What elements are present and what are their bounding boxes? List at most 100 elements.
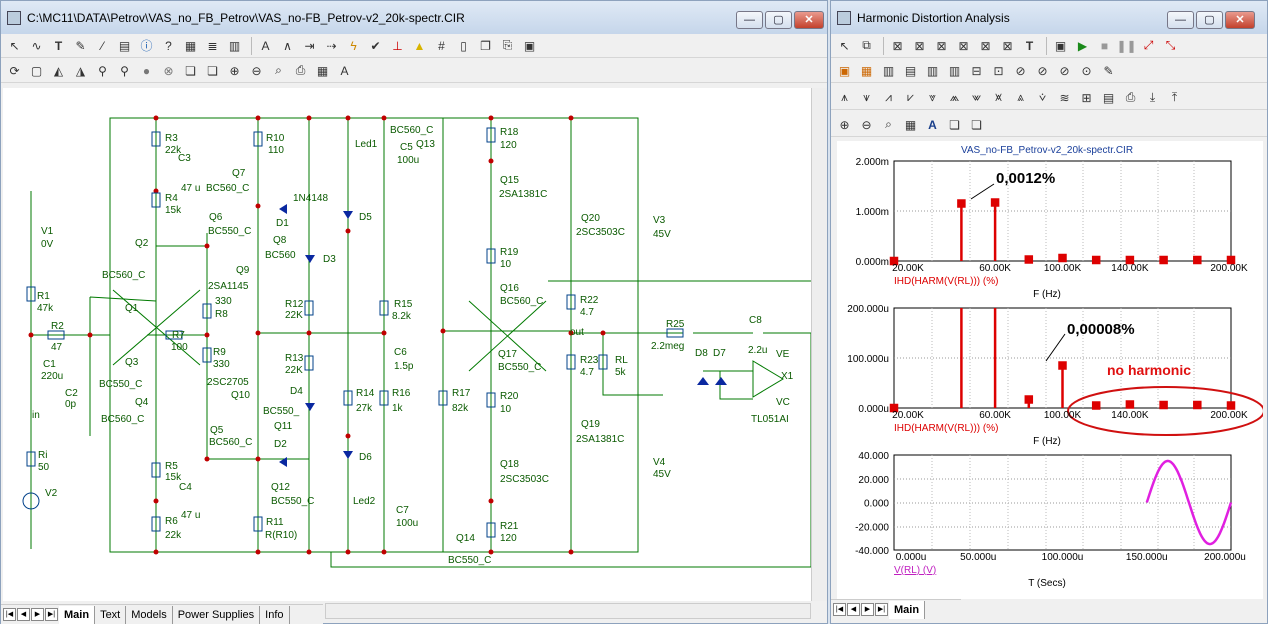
node-numbers-icon[interactable]: A [261,38,270,53]
wire-icon[interactable]: ∿ [31,38,42,53]
graph6-icon[interactable]: ⊠ [1002,38,1013,53]
table-icon[interactable]: ▤ [1102,90,1115,105]
first-page-button[interactable]: |◀ [3,608,16,621]
ungroup-icon[interactable]: ❏ [971,117,982,132]
low-icon[interactable]: ⩗ [907,90,914,104]
zoom-in-icon[interactable]: ⊕ [229,63,240,78]
text-tool-icon[interactable]: T [54,38,63,53]
component-icon[interactable]: ▦ [184,38,197,53]
zoom-fit-icon[interactable]: ⌕ [885,117,892,131]
bottom-icon[interactable]: ⩒ [1038,90,1047,104]
cursor4-icon[interactable]: ⊙ [1081,63,1092,78]
node-voltages-icon[interactable]: ∧ [283,38,292,53]
properties-icon[interactable]: ▣ [1054,38,1067,53]
layout-icon[interactable]: ▦ [904,117,917,132]
cursor3-icon[interactable]: ⊘ [1059,63,1070,78]
graph2-icon[interactable]: ⊠ [914,38,925,53]
print-icon[interactable]: ⎙ [295,63,306,77]
rotate-icon[interactable]: ⟳ [9,63,20,78]
layout3-icon[interactable]: ▥ [926,63,939,78]
frame2-icon[interactable]: ▦ [860,63,873,78]
cursor2-icon[interactable]: ⊘ [1037,63,1048,78]
page-icon[interactable]: ▯ [460,38,467,53]
info-icon[interactable]: ⓘ [140,39,153,53]
bus-icon[interactable]: ▤ [118,38,131,53]
print-icon[interactable]: ⎙ [1125,90,1136,104]
zoom-in-icon[interactable]: ⊕ [839,117,850,132]
pin-icon[interactable]: ✔ [370,38,381,53]
wave-icon[interactable]: ≋ [1059,90,1070,105]
inflect-icon[interactable]: ⩔ [929,90,936,104]
stop-icon[interactable]: ● [142,63,151,78]
hda-first-button[interactable]: |◀ [833,603,846,616]
font-icon[interactable]: A [928,117,937,132]
select-tool-icon[interactable]: ↖ [9,38,20,53]
hda-maximize-button[interactable]: ▢ [1196,11,1223,29]
layout4-icon[interactable]: ▥ [948,63,961,78]
clip-icon[interactable]: ⊞ [1081,90,1092,105]
split-icon[interactable]: ⊟ [971,63,982,78]
graph4-icon[interactable]: ⊠ [958,38,969,53]
lightning-icon[interactable]: ϟ [350,38,357,53]
find-next-icon[interactable]: ⚲ [120,63,129,78]
group-icon[interactable]: ❏ [949,117,960,132]
hda-prev-button[interactable]: ◀ [847,603,860,616]
hda-tab-main[interactable]: Main [889,600,926,619]
select-icon[interactable]: ↖ [839,38,850,53]
font-icon[interactable]: A [340,63,349,78]
warning-icon[interactable]: ▲ [413,38,426,53]
fit2-icon[interactable]: ⤒ [1171,90,1178,104]
zoom-out-icon[interactable]: ⊖ [251,63,262,78]
copy-icon[interactable]: ❐ [480,38,491,53]
last-page-button[interactable]: ▶| [45,608,58,621]
hda-plot-area[interactable]: VAS_no-FB_Petrov-v2_20k-spectr.CIR 2.000… [837,141,1263,599]
hda-close-button[interactable]: ✕ [1225,11,1255,29]
scope-icon[interactable]: ⧉ [862,38,871,52]
edit-icon[interactable]: ✎ [1103,63,1114,78]
shrink-icon[interactable]: ⤡ [1165,38,1176,52]
ungroup-icon[interactable]: ❏ [207,63,218,78]
layout1-icon[interactable]: ▥ [882,63,895,78]
slope-icon[interactable]: ⩕ [949,90,960,104]
box-icon[interactable]: ▢ [30,63,43,78]
zoom-fit-icon[interactable]: ⌕ [275,63,282,77]
minimize-button[interactable]: — [736,11,763,29]
grid-toggle-icon[interactable]: # [438,38,445,53]
cursor1-icon[interactable]: ⊘ [1015,63,1026,78]
hda-last-button[interactable]: ▶| [875,603,888,616]
cancel-icon[interactable]: ⊗ [163,63,174,78]
graph-icon[interactable]: ⊠ [892,38,903,53]
fit-icon[interactable]: ⤓ [1149,90,1156,104]
next-page-button[interactable]: ▶ [31,608,44,621]
tab-power-supplies[interactable]: Power Supplies [173,605,261,624]
tab-text[interactable]: Text [95,605,127,624]
help-icon[interactable]: ? [165,38,172,53]
hda-next-button[interactable]: ▶ [861,603,874,616]
properties-icon[interactable]: ▣ [523,38,536,53]
find-icon[interactable]: ⚲ [98,63,107,78]
graph5-icon[interactable]: ⊠ [980,38,991,53]
cell-icon[interactable]: ⊡ [993,63,1004,78]
list-icon[interactable]: ≣ [207,38,218,53]
peak-icon[interactable]: ⩚ [841,90,848,104]
pen-icon[interactable]: ✎ [75,38,86,53]
tab-main[interactable]: Main [59,605,96,624]
frame-icon[interactable]: ▣ [838,63,851,78]
vertical-scrollbar[interactable] [811,88,827,601]
hda-minimize-button[interactable]: — [1167,11,1194,29]
group-icon[interactable]: ❏ [185,63,196,78]
stop-icon[interactable]: ■ [1100,38,1109,53]
run-icon[interactable]: ▶ [1077,38,1088,53]
close-button[interactable]: ✕ [794,11,824,29]
power-icon[interactable]: ⇢ [326,38,337,53]
global-high-icon[interactable]: ⩖ [971,90,982,104]
text-icon[interactable]: T [1025,38,1034,53]
currents-icon[interactable]: ⇥ [304,38,315,53]
high-icon[interactable]: ⩘ [885,90,892,104]
graph3-icon[interactable]: ⊠ [936,38,947,53]
schematic-scrollbar[interactable] [325,603,811,619]
flip-icon[interactable]: ◭ [53,63,64,78]
tab-models[interactable]: Models [126,605,173,624]
expand-icon[interactable]: ⤢ [1143,38,1154,52]
probe-icon[interactable]: ⊥ [392,38,403,53]
